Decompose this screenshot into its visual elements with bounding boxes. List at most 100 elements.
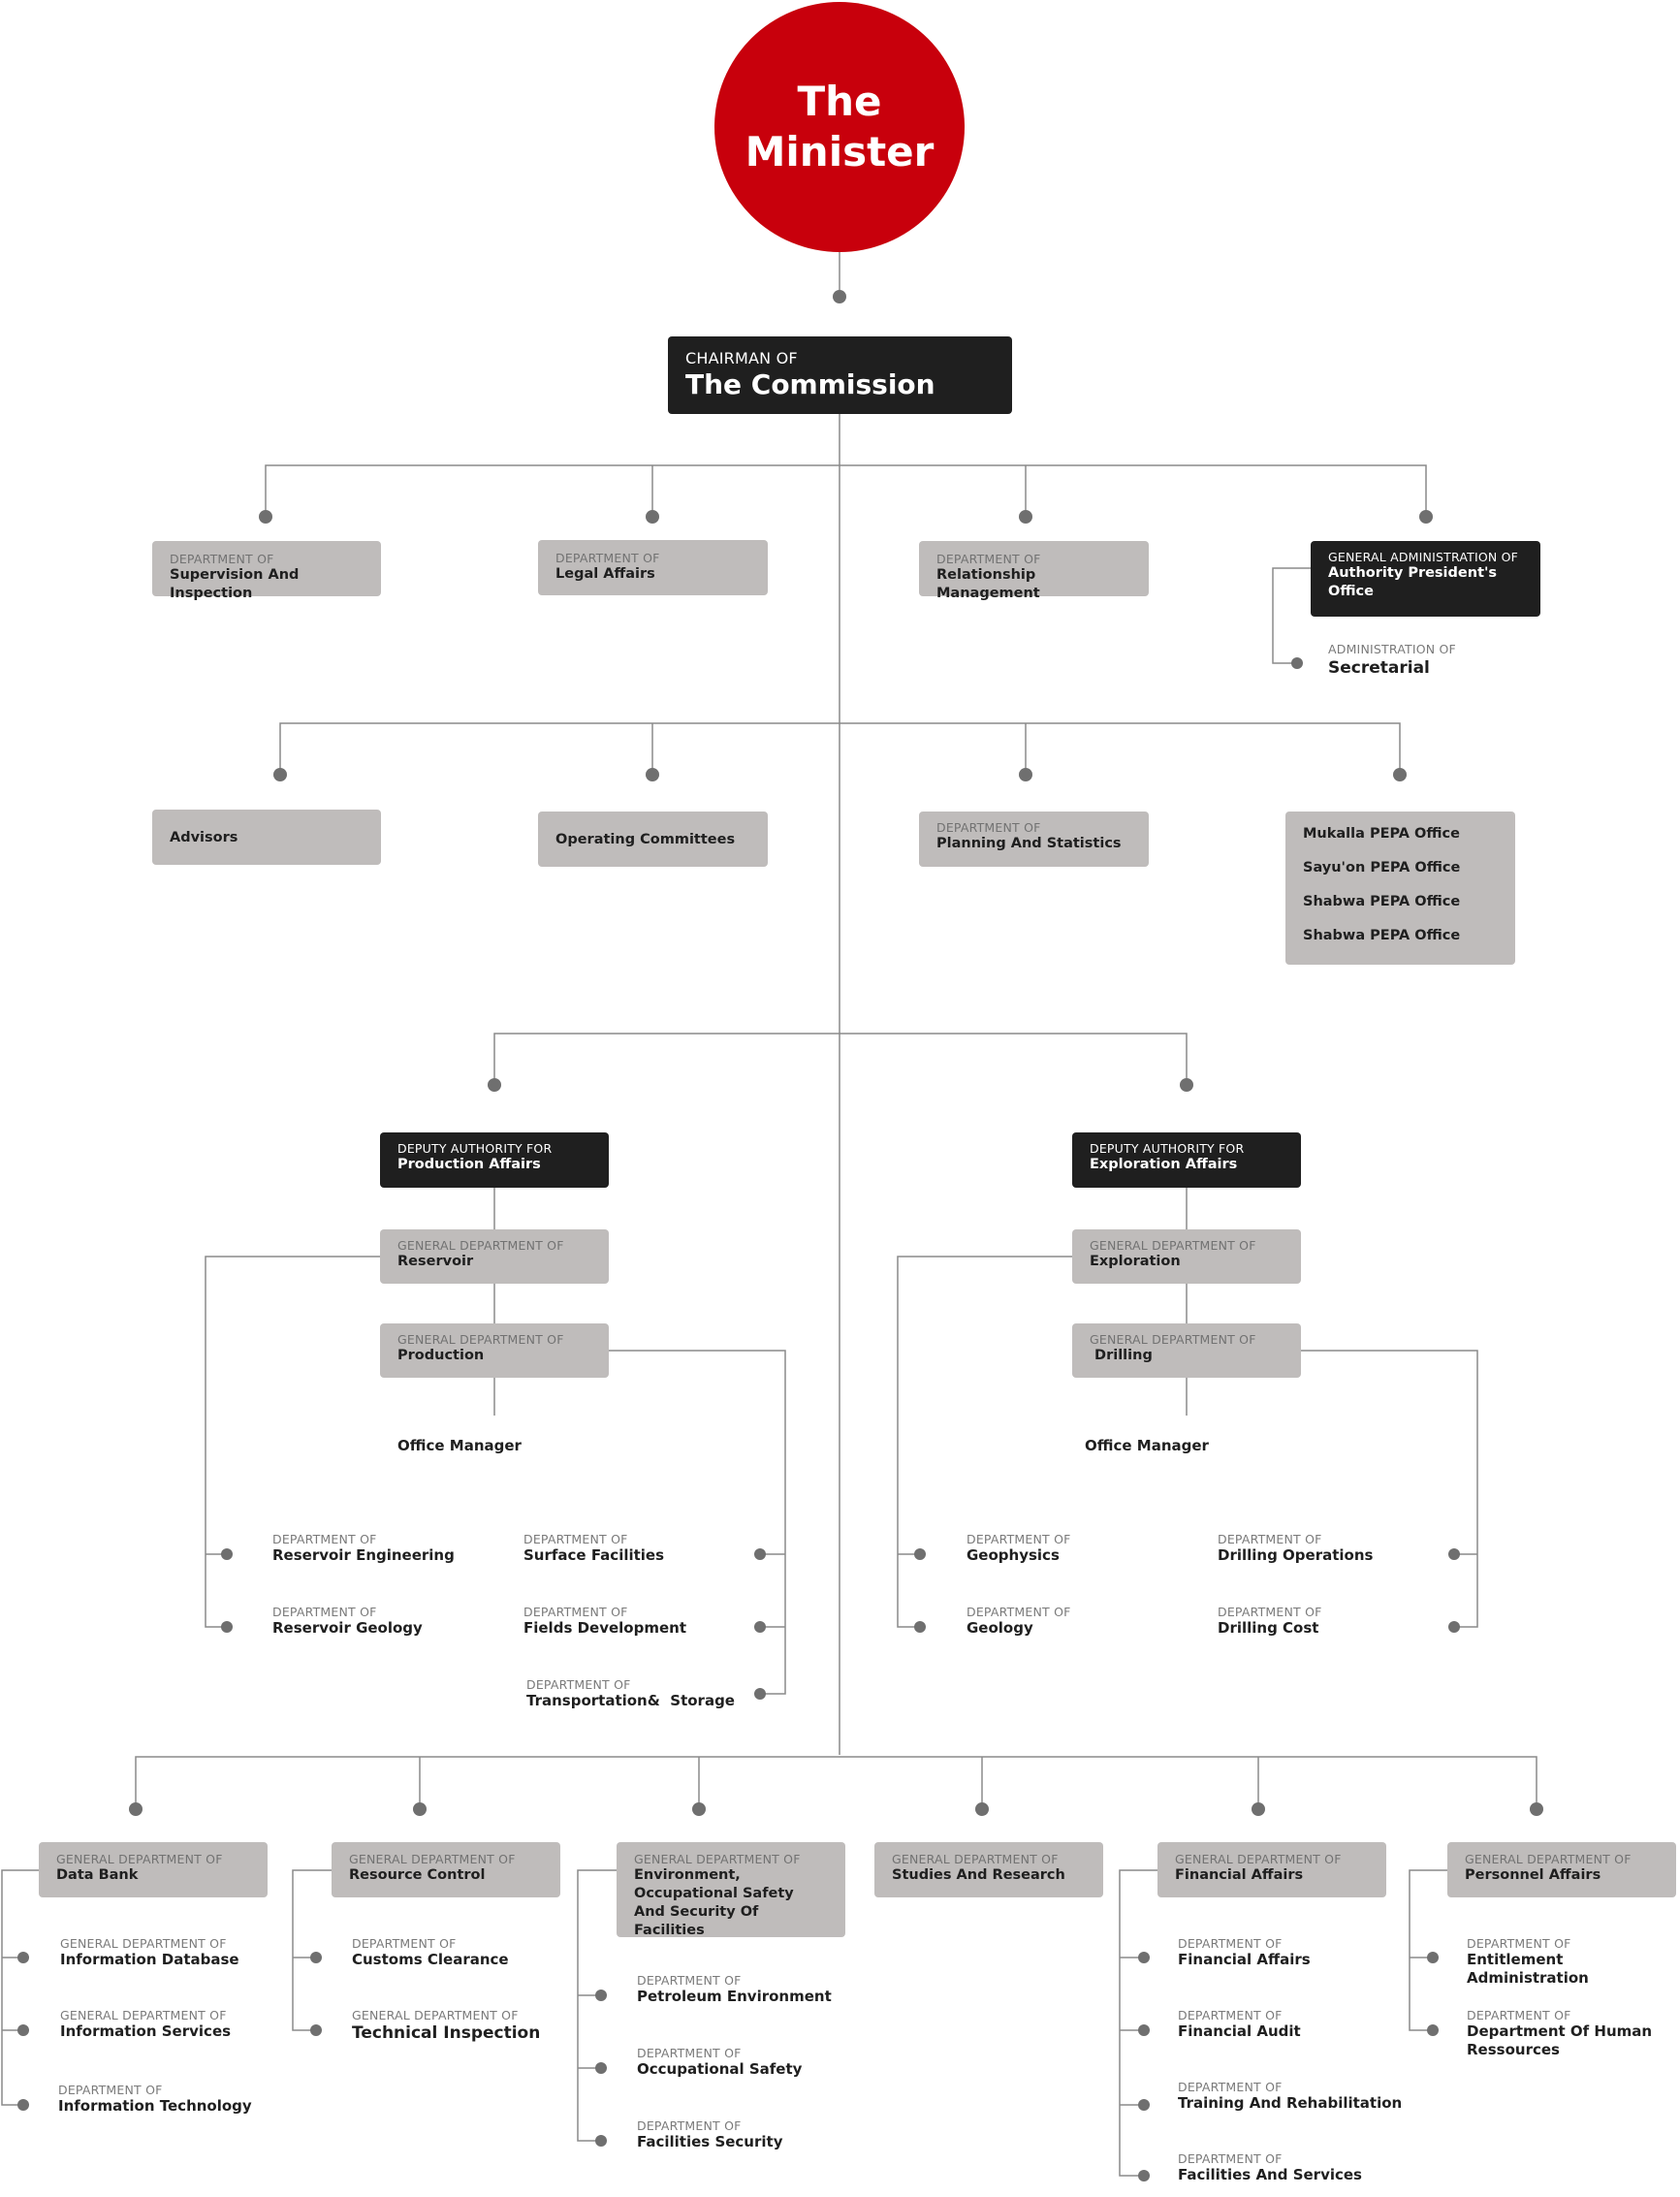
- president-office: GENERAL ADMINISTRATION OF Authority Pres…: [1311, 541, 1540, 617]
- dept-planning: DEPARTMENT OF Planning And Statistics: [919, 812, 1149, 867]
- dept-geology: DEPARTMENT OF Geology: [967, 1605, 1071, 1638]
- dept-name: Reservoir Geology: [272, 1619, 423, 1637]
- dept-prefix: DEPARTMENT OF: [526, 1677, 631, 1692]
- dept-name: Supervision And Inspection: [170, 567, 300, 601]
- dept-name: Personnel Affairs: [1465, 1867, 1601, 1883]
- gd-data-bank: GENERAL DEPARTMENT OF Data Bank: [39, 1842, 268, 1897]
- dept-name: Studies And Research: [892, 1867, 1065, 1883]
- dept-name: Production: [397, 1348, 485, 1363]
- sub-facilities-services: DEPARTMENT OF Facilities And Services: [1178, 2151, 1362, 2184]
- secretarial-label: ADMINISTRATION OF Secretarial: [1328, 642, 1456, 678]
- gd-personnel-affairs: GENERAL DEPARTMENT OF Personnel Affairs: [1447, 1842, 1676, 1897]
- sub-facilities-security: DEPARTMENT OF Facilities Security: [637, 2118, 782, 2151]
- dept-name: Secretarial: [1328, 658, 1430, 678]
- gd-exploration: GENERAL DEPARTMENT OF Exploration: [1072, 1229, 1301, 1284]
- dept-name: Fields Development: [523, 1619, 687, 1637]
- dept-prefix: GENERAL DEPARTMENT OF: [634, 1852, 801, 1866]
- chairman-title: The Commission: [685, 368, 935, 400]
- dept-fields-development: DEPARTMENT OF Fields Development: [523, 1605, 686, 1638]
- sub-technical-inspection: GENERAL DEPARTMENT OF Technical Inspecti…: [352, 2008, 540, 2043]
- dept-prefix: GENERAL DEPARTMENT OF: [1090, 1332, 1256, 1347]
- dept-name: Geophysics: [967, 1546, 1060, 1564]
- gd-environment: GENERAL DEPARTMENT OF Environment, Occup…: [617, 1842, 845, 1938]
- dept-prefix: DEPARTMENT OF: [1178, 2080, 1283, 2094]
- office-manager-label: Office Manager: [397, 1437, 522, 1454]
- gd-studies-research: GENERAL DEPARTMENT OF Studies And Resear…: [874, 1842, 1103, 1897]
- dept-name: Facilities Security: [637, 2133, 783, 2150]
- dept-name: Exploration Affairs: [1090, 1157, 1238, 1172]
- dept-transportation-storage: DEPARTMENT OF Transportation& Storage: [526, 1677, 735, 1710]
- sub-information-database: GENERAL DEPARTMENT OF Information Databa…: [60, 1936, 239, 1969]
- dept-name: Customs Clearance: [352, 1951, 509, 1968]
- dept-prefix: GENERAL DEPARTMENT OF: [892, 1852, 1059, 1866]
- dept-legal: DEPARTMENT OF Legal Affairs: [538, 540, 768, 595]
- sub-petroleum-environment: DEPARTMENT OF Petroleum Environment: [637, 1973, 832, 2006]
- dept-name: Resource Control: [349, 1867, 486, 1883]
- dept-reservoir-engineering: DEPARTMENT OF Reservoir Engineering: [272, 1532, 455, 1565]
- sub-financial-audit: DEPARTMENT OF Financial Audit: [1178, 2008, 1301, 2041]
- dept-name: Reservoir Engineering: [272, 1546, 455, 1564]
- pepa-office-item: Shabwa PEPA Office: [1303, 894, 1461, 909]
- dept-prefix: GENERAL DEPARTMENT OF: [352, 2008, 519, 2022]
- dept-name: Drilling: [1090, 1348, 1153, 1363]
- dept-relationship: DEPARTMENT OF Relationship Management: [919, 541, 1149, 601]
- dept-prefix: DEPARTMENT OF: [1467, 1936, 1571, 1951]
- dept-name: Transportation& Storage: [526, 1692, 735, 1709]
- dept-prefix: DEPARTMENT OF: [555, 551, 660, 565]
- dept-name: Planning And Statistics: [936, 836, 1122, 851]
- dept-name: Information Technology: [58, 2097, 252, 2115]
- dept-surface-facilities: DEPARTMENT OF Surface Facilities: [523, 1532, 664, 1565]
- dept-prefix: DEPARTMENT OF: [170, 552, 274, 566]
- office-manager-production: Office Manager: [397, 1437, 522, 1455]
- gd-financial-affairs: GENERAL DEPARTMENT OF Financial Affairs: [1157, 1842, 1386, 1897]
- dept-name: Data Bank: [56, 1867, 139, 1883]
- dept-name: Authority President's Office: [1328, 565, 1498, 599]
- sub-customs-clearance: DEPARTMENT OF Customs Clearance: [352, 1936, 509, 1969]
- pepa-office-item: Mukalla PEPA Office: [1303, 826, 1460, 842]
- dept-reservoir-geology: DEPARTMENT OF Reservoir Geology: [272, 1605, 423, 1638]
- dept-name: Financial Affairs: [1178, 1951, 1311, 1968]
- chairman-prefix: CHAIRMAN OF: [685, 349, 798, 367]
- dept-name: Petroleum Environment: [637, 1988, 832, 2005]
- sub-training-rehabilitation: DEPARTMENT OF Training And Rehabilitatio…: [1178, 2080, 1402, 2113]
- dept-prefix: DEPARTMENT OF: [967, 1605, 1071, 1619]
- dept-supervision: DEPARTMENT OF Supervision And Inspection: [152, 541, 381, 601]
- dept-prefix: DEPARTMENT OF: [272, 1605, 377, 1619]
- dept-prefix: GENERAL DEPARTMENT OF: [60, 2008, 227, 2022]
- dept-prefix: DEPARTMENT OF: [1178, 2008, 1283, 2022]
- dept-prefix: GENERAL DEPARTMENT OF: [349, 1852, 516, 1866]
- advisors-box: Advisors: [152, 810, 381, 865]
- dept-drilling-cost: DEPARTMENT OF Drilling Cost: [1218, 1605, 1322, 1638]
- dept-prefix: GENERAL DEPARTMENT OF: [397, 1332, 564, 1347]
- dept-prefix: GENERAL DEPARTMENT OF: [1175, 1852, 1342, 1866]
- chairman-box: CHAIRMAN OF The Commission: [668, 336, 1012, 414]
- gd-reservoir: GENERAL DEPARTMENT OF Reservoir: [380, 1229, 609, 1284]
- advisors-label: Advisors: [170, 830, 238, 845]
- dept-prefix: DEPARTMENT OF: [1178, 2151, 1283, 2166]
- dept-name: Relationship Management: [936, 567, 1040, 601]
- deputy-production: DEPUTY AUTHORITY FOR Production Affairs: [380, 1132, 609, 1188]
- pepa-office-item: Sayu'on PEPA Office: [1303, 860, 1461, 876]
- dept-prefix: DEPARTMENT OF: [637, 2118, 742, 2133]
- dept-name: Entitlement Administration: [1467, 1951, 1589, 1987]
- sub-human-resources: DEPARTMENT OF Department Of Human Ressou…: [1467, 2008, 1661, 2059]
- dept-name: Legal Affairs: [555, 566, 655, 582]
- dept-name: Exploration: [1090, 1254, 1181, 1269]
- dept-name: Drilling Operations: [1218, 1546, 1374, 1564]
- dept-name: Financial Audit: [1178, 2022, 1301, 2040]
- gd-resource-control: GENERAL DEPARTMENT OF Resource Control: [332, 1842, 560, 1897]
- dept-prefix: ADMINISTRATION OF: [1328, 642, 1456, 656]
- dept-name: Geology: [967, 1619, 1033, 1637]
- dept-prefix: GENERAL ADMINISTRATION OF: [1328, 550, 1519, 564]
- dept-prefix: DEPARTMENT OF: [1178, 1936, 1283, 1951]
- dept-prefix: DEPARTMENT OF: [637, 1973, 742, 1988]
- dept-name: Department Of Human Ressources: [1467, 2022, 1653, 2058]
- gd-drilling: GENERAL DEPARTMENT OF Drilling: [1072, 1323, 1301, 1378]
- dept-name: Environment, Occupational Safety And Sec…: [634, 1867, 794, 1938]
- dept-prefix: DEPUTY AUTHORITY FOR: [1090, 1141, 1245, 1156]
- dept-prefix: DEPARTMENT OF: [936, 552, 1041, 566]
- dept-name: Occupational Safety: [637, 2060, 803, 2078]
- dept-geophysics: DEPARTMENT OF Geophysics: [967, 1532, 1071, 1565]
- dept-prefix: GENERAL DEPARTMENT OF: [1090, 1238, 1256, 1253]
